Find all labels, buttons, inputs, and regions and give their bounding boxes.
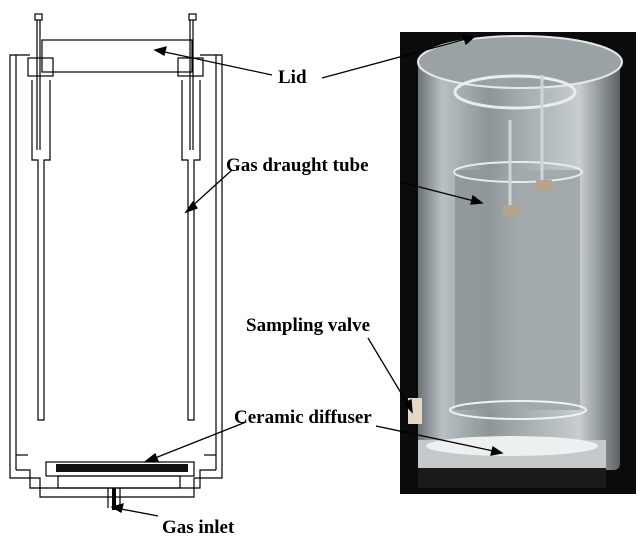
diffuser-disc-photo [426,436,598,456]
cylinder-top-rim [417,35,623,89]
arrowhead [402,399,413,414]
draught-tube-bottom [449,400,587,420]
label-sampling-valve: Sampling valve [246,315,371,336]
base-plate-photo [418,468,606,488]
label-lid: Lid [278,67,307,88]
draught-tube-right-wall [181,80,201,421]
leader-line-lid-left [159,50,273,76]
arrowhead [153,46,167,56]
leader-line-draught-tube-left [189,169,233,209]
arrowhead [462,34,476,46]
draught-tube-top [453,161,583,183]
label-gas-inlet: Gas inlet [162,517,235,538]
gas-inlet-bore [112,488,116,510]
schematic-drawing [9,13,223,508]
leader-line-diffuser-left [149,421,247,461]
leader-line-draught-tube-right [399,181,479,203]
leader-line-sampling-valve [367,337,411,409]
draught-tube-left-wall [31,80,51,421]
leader-line-diffuser-right [375,425,499,453]
photograph [400,32,636,494]
rod-knob-left [34,13,43,21]
arrowhead [470,194,484,205]
arrowhead [490,445,504,456]
lid-ring [453,74,577,110]
arrowhead [110,503,124,513]
arrowhead [184,200,198,214]
leader-line-gas-inlet [115,507,159,517]
rod-clamp [503,205,519,215]
lid-shape [41,39,193,73]
rod-knob-right [188,13,197,21]
rod-clamp [536,180,552,190]
diffuser-base [57,475,181,489]
arrowhead [144,452,159,462]
label-gas-draught-tube: Gas draught tube [226,155,369,176]
leader-lines [110,34,504,517]
leader-line-lid-right [321,37,471,79]
ceramic-diffuser-plate [56,464,188,472]
vessel-outer-wall [9,54,223,498]
label-ceramic-diffuser: Ceramic diffuser [234,407,372,428]
